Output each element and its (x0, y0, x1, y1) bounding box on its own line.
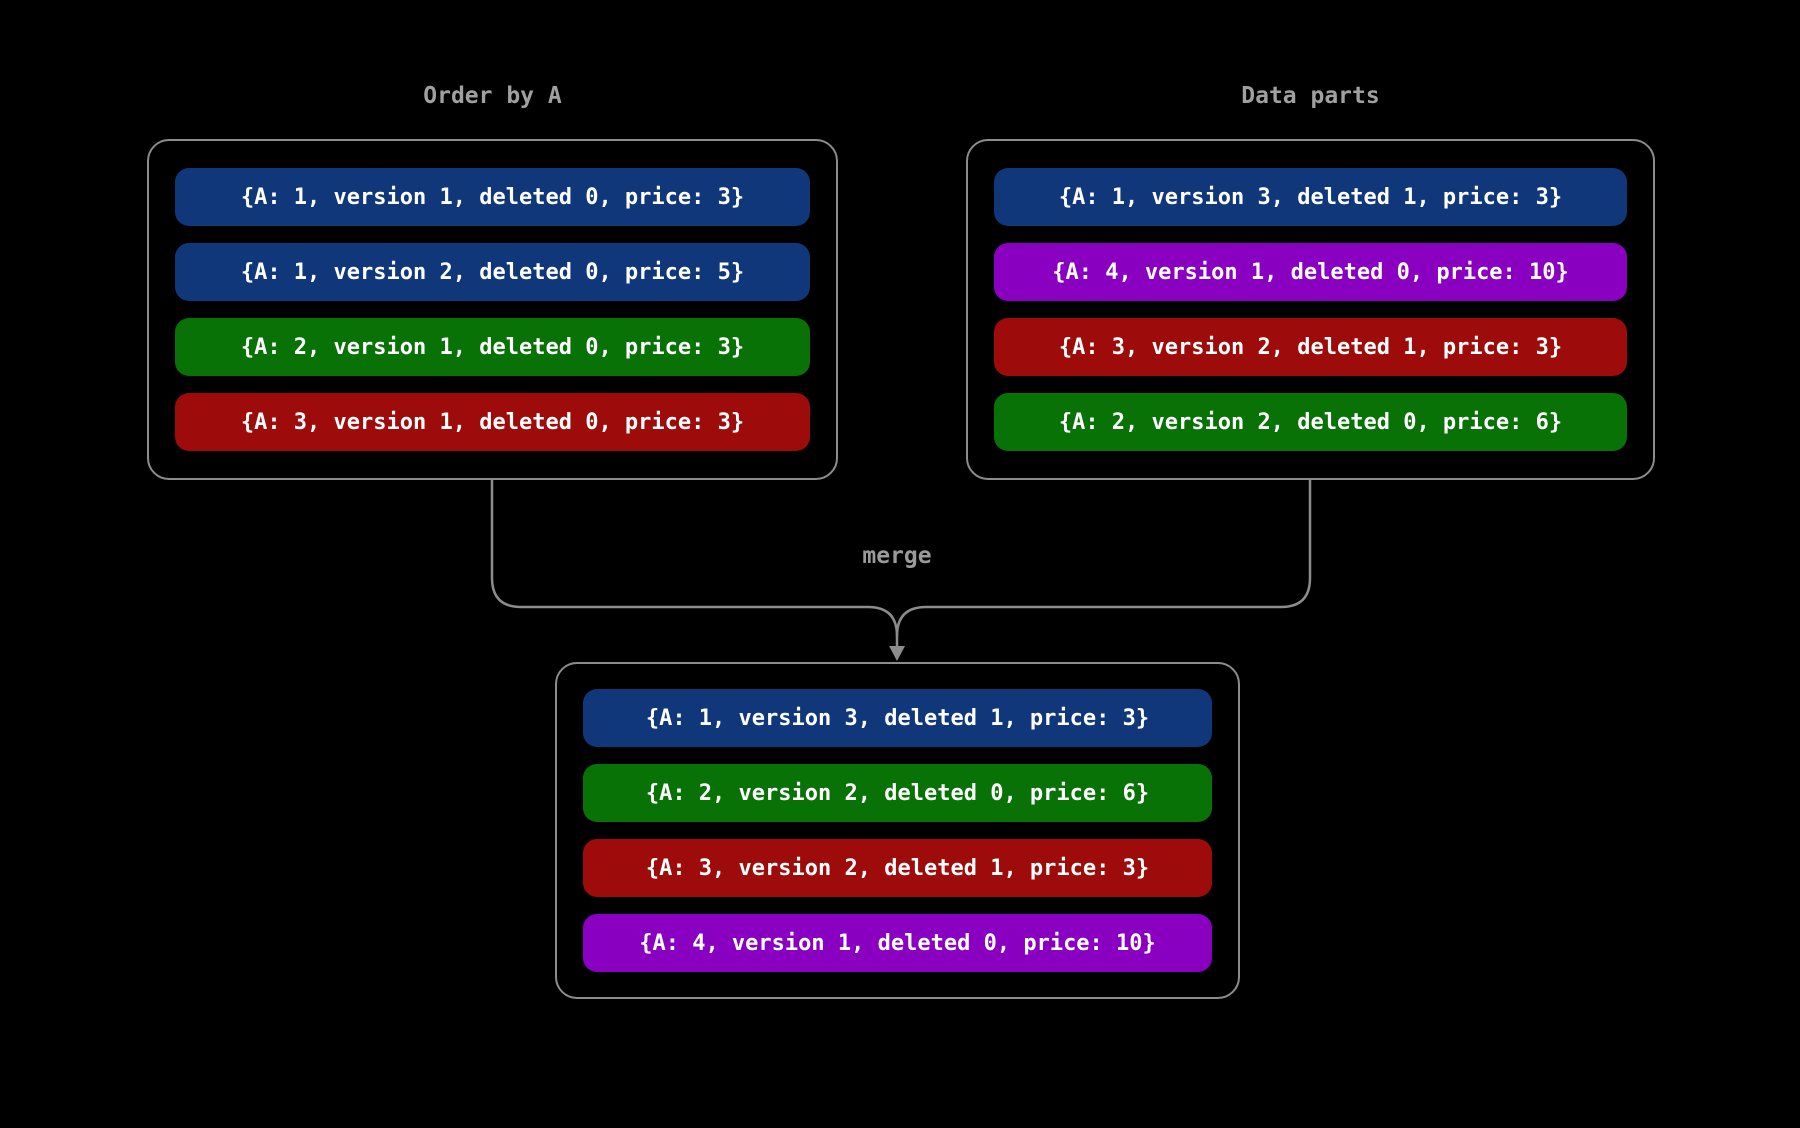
row-text: {A: 1, version 1, deleted 0, price: 3} (240, 184, 745, 210)
row-text: {A: 2, version 2, deleted 0, price: 6} (645, 780, 1150, 806)
row-text: {A: 3, version 1, deleted 0, price: 3} (240, 409, 745, 435)
row-text: {A: 4, version 1, deleted 0, price: 10} (639, 930, 1156, 956)
data-row: {A: 3, version 1, deleted 0, price: 3} (175, 393, 810, 451)
merged-result-box: {A: 1, version 3, deleted 1, price: 3} {… (555, 662, 1240, 999)
data-row: {A: 3, version 2, deleted 1, price: 3} (583, 839, 1212, 897)
row-text: {A: 4, version 1, deleted 0, price: 10} (1052, 259, 1569, 285)
right-box-title: Data parts (1241, 83, 1380, 109)
data-row: {A: 4, version 1, deleted 0, price: 10} (583, 914, 1212, 972)
row-text: {A: 1, version 3, deleted 1, price: 3} (1058, 184, 1563, 210)
left-box-title: Order by A (423, 83, 562, 109)
merge-label: merge (862, 543, 932, 569)
data-row: {A: 2, version 1, deleted 0, price: 3} (175, 318, 810, 376)
data-row: {A: 3, version 2, deleted 1, price: 3} (994, 318, 1627, 376)
row-text: {A: 2, version 2, deleted 0, price: 6} (1058, 409, 1563, 435)
order-by-a-box: {A: 1, version 1, deleted 0, price: 3} {… (147, 139, 838, 480)
data-row: {A: 2, version 2, deleted 0, price: 6} (583, 764, 1212, 822)
arrow-head-icon (889, 646, 905, 661)
data-row: {A: 1, version 1, deleted 0, price: 3} (175, 168, 810, 226)
row-text: {A: 3, version 2, deleted 1, price: 3} (645, 855, 1150, 881)
row-text: {A: 1, version 2, deleted 0, price: 5} (240, 259, 745, 285)
data-row: {A: 4, version 1, deleted 0, price: 10} (994, 243, 1627, 301)
data-parts-box: {A: 1, version 3, deleted 1, price: 3} {… (966, 139, 1655, 480)
data-row: {A: 1, version 3, deleted 1, price: 3} (994, 168, 1627, 226)
data-row: {A: 1, version 2, deleted 0, price: 5} (175, 243, 810, 301)
row-text: {A: 2, version 1, deleted 0, price: 3} (240, 334, 745, 360)
row-text: {A: 1, version 3, deleted 1, price: 3} (645, 705, 1150, 731)
data-row: {A: 1, version 3, deleted 1, price: 3} (583, 689, 1212, 747)
data-row: {A: 2, version 2, deleted 0, price: 6} (994, 393, 1627, 451)
row-text: {A: 3, version 2, deleted 1, price: 3} (1058, 334, 1563, 360)
